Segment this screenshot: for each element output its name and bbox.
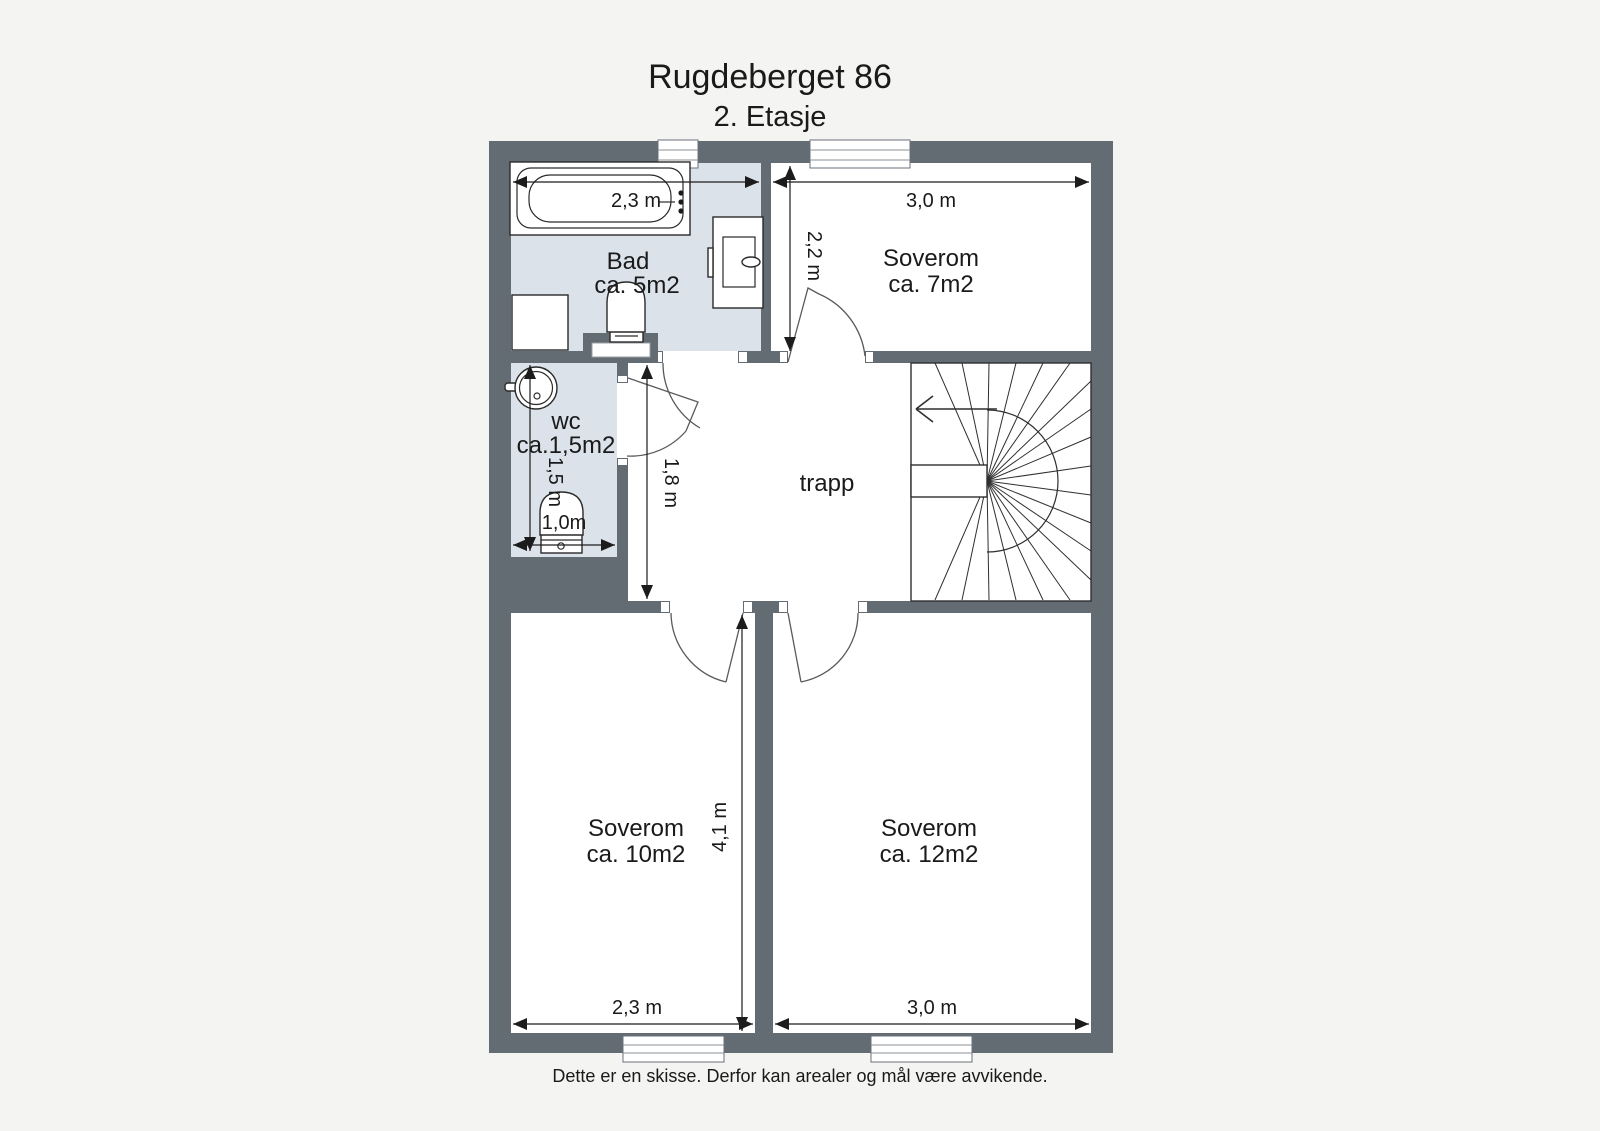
soverom12-area-label: ca. 12m2 xyxy=(880,841,979,868)
jamb-soverom7-door-left xyxy=(780,352,787,362)
jamb-soverom10-door-right xyxy=(744,602,752,612)
wall-between-bedrooms xyxy=(755,613,773,1033)
bad-door-arc xyxy=(662,362,701,429)
dim-wc-width: 1,0m xyxy=(513,512,615,551)
dim-label: 2,3 m xyxy=(612,997,662,1019)
bad-cabinet-hinge xyxy=(707,247,714,278)
wc-toilet-bowl xyxy=(539,491,584,536)
wall-bad-right xyxy=(761,163,771,351)
wall-wc-right-lower xyxy=(617,458,628,557)
soverom10-label: Soverom xyxy=(588,815,684,842)
soverom7-area-label: ca. 7m2 xyxy=(888,271,973,298)
jamb-soverom7-door-right xyxy=(866,352,873,362)
bad-cabinet-handle xyxy=(741,256,761,268)
dim-hall-depth: 1,8 m xyxy=(641,365,682,599)
staircase xyxy=(910,362,1092,602)
jamb-wc-door-bottom xyxy=(618,459,627,465)
jamb-soverom10-door-left xyxy=(661,602,669,612)
wall-bedrooms-top-left xyxy=(489,601,670,613)
wall-bedrooms-top-stub xyxy=(743,601,788,613)
wall-hall-top-mid xyxy=(738,351,788,363)
dim-label: 1,0m xyxy=(542,512,586,534)
stair-direction-arrow xyxy=(915,395,997,423)
dim-label: 2,2 m xyxy=(803,231,825,281)
window-bottom-soverom10 xyxy=(622,1035,725,1063)
window-bottom-soverom12 xyxy=(870,1035,973,1063)
bathtub-faucet-dot xyxy=(678,208,684,214)
soverom12-door-leaf xyxy=(787,612,802,683)
wall-stair-top xyxy=(865,351,1091,363)
wc-sink-inner xyxy=(518,370,554,406)
bathtub-faucet-dot xyxy=(678,190,684,196)
dim-label: 2,3 m xyxy=(611,190,661,212)
dim-soverom7-width: 3,0 m xyxy=(773,176,1089,212)
vanity-basin xyxy=(591,342,651,358)
disclaimer-text: Dette er en skisse. Derfor kan arealer o… xyxy=(552,1066,1047,1086)
dim-wc-depth: 1,5 m xyxy=(524,365,566,551)
wc-fixtures xyxy=(504,366,584,554)
dim-label: 3,0 m xyxy=(907,997,957,1019)
page-title: Rugdeberget 86 xyxy=(648,58,892,96)
bathtub-faucet-dot xyxy=(678,199,684,205)
wc-door-leaf xyxy=(627,377,699,432)
dim-label: 1,5 m xyxy=(544,457,566,507)
jamb-bad-door-right xyxy=(739,352,747,362)
room-labels: Bad ca. 5m2 wc ca.1,5m2 trapp Soverom ca… xyxy=(517,245,979,868)
soverom7-label: Soverom xyxy=(883,245,979,272)
page-subtitle: 2. Etasje xyxy=(714,101,827,133)
window-top-soverom7 xyxy=(809,139,911,169)
bad-toilet-bowl xyxy=(606,281,646,333)
wc-sink-drain xyxy=(533,392,541,400)
wall-outer-bottom xyxy=(489,1033,1113,1053)
trapp-label: trapp xyxy=(800,470,855,497)
dim-label: 3,0 m xyxy=(906,190,956,212)
bathtub-basin xyxy=(528,174,672,223)
bad-fixtures xyxy=(509,161,764,363)
wc-toilet-button xyxy=(557,542,565,550)
soverom10-area-label: ca. 10m2 xyxy=(587,841,686,868)
washer-square xyxy=(511,294,569,351)
wc-sink-outer xyxy=(514,366,558,410)
wc-label: wc xyxy=(550,408,580,435)
bad-label: Bad xyxy=(607,248,650,275)
bathtub-rim xyxy=(516,167,684,229)
dim-soverom10-width: 2,3 m xyxy=(513,997,753,1030)
bathtub-outer xyxy=(509,161,691,236)
soverom12-label: Soverom xyxy=(881,815,977,842)
soverom12-door-arc xyxy=(800,612,859,683)
stair-landing-tongue xyxy=(910,464,988,498)
wc-area-label: ca.1,5m2 xyxy=(517,432,616,459)
jamb-wc-door-top xyxy=(618,376,627,382)
soverom10-door-arc xyxy=(670,612,727,683)
wc-door-arc xyxy=(626,430,687,457)
soverom7-door-arc xyxy=(818,293,866,357)
bad-area-label: ca. 5m2 xyxy=(594,272,679,299)
windows xyxy=(622,139,973,1063)
dim-soverom7-depth: 2,2 m xyxy=(784,166,825,351)
jamb-soverom12-door-left xyxy=(779,602,787,612)
stair-walkline-curve xyxy=(986,409,1059,553)
wall-wc-right-upper xyxy=(617,363,628,383)
stair-treads xyxy=(934,362,1092,601)
wall-outer-right xyxy=(1091,141,1113,1053)
wall-bedrooms-top-right xyxy=(858,601,1091,613)
dim-soverom12-width: 3,0 m xyxy=(775,997,1089,1030)
dim-bad-width: 2,3 m xyxy=(513,176,759,212)
dim-label: 1,8 m xyxy=(660,458,682,508)
wall-outer-top xyxy=(489,141,1113,163)
jamb-soverom12-door-right xyxy=(859,602,867,612)
dim-label: 4,1 m xyxy=(709,802,731,852)
